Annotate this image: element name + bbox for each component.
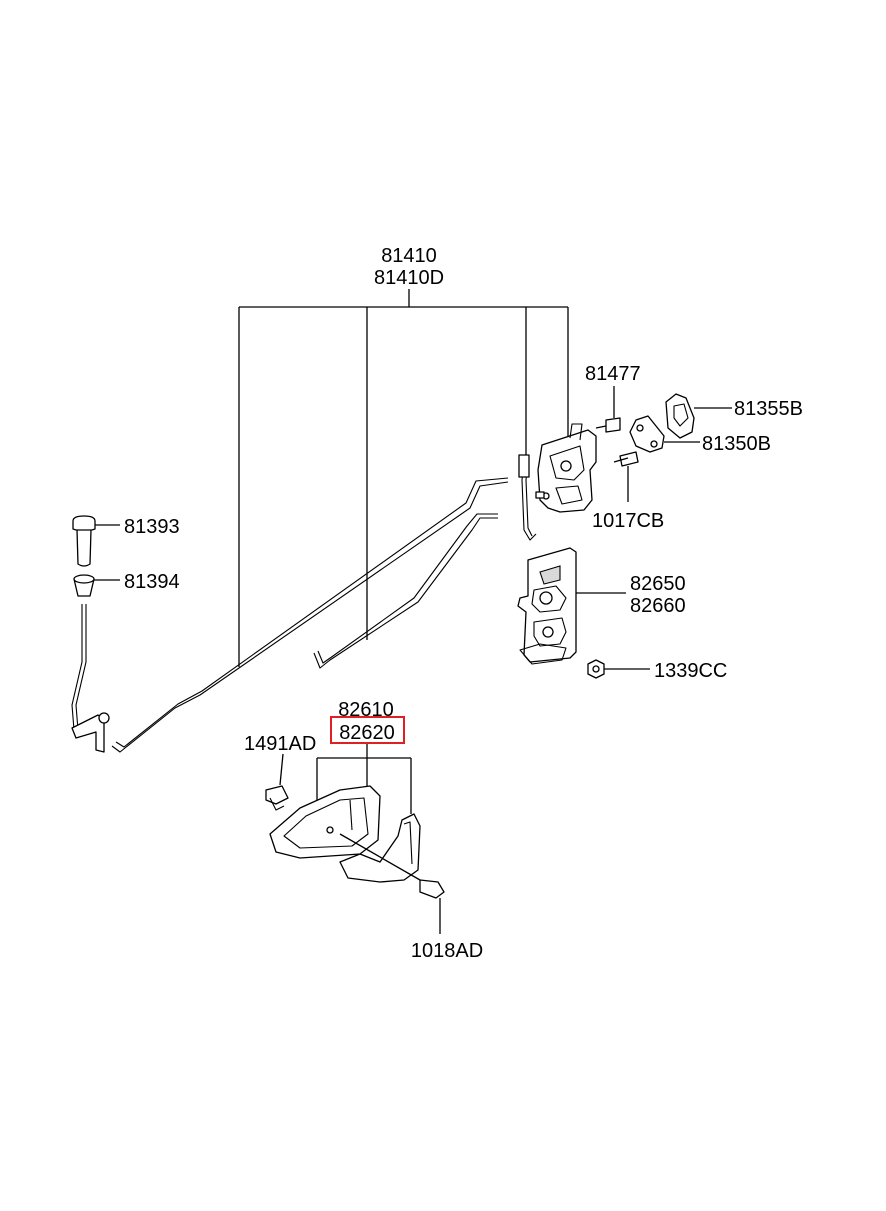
callout-1491ad[interactable]: 1491AD: [244, 733, 316, 755]
hinge-assembly-82650: [517, 547, 626, 665]
callout-82660[interactable]: 82660: [630, 595, 686, 617]
callout-82650[interactable]: 82650: [630, 573, 686, 595]
callout-81350b[interactable]: 81350B: [702, 433, 771, 455]
inside-handle-bracket-82610: [316, 744, 412, 814]
gasket-81355b: [665, 393, 732, 439]
control-rod-hook: [518, 454, 537, 541]
highlight-box-82620: [330, 716, 405, 744]
inside-handle-82610: [269, 785, 381, 859]
screw-1018ad: [339, 833, 445, 934]
callout-81410d[interactable]: 81410D: [374, 267, 444, 289]
screw-81477: [595, 386, 621, 433]
callout-82620[interactable]: 82620: [339, 722, 395, 744]
nut-1339cc: [587, 659, 650, 679]
grommet-81394: [73, 574, 120, 597]
callout-81410[interactable]: 81410: [381, 245, 437, 267]
callout-82610[interactable]: 82610: [338, 699, 394, 721]
callout-81394[interactable]: 81394: [124, 571, 180, 593]
callout-81355b[interactable]: 81355B: [734, 398, 803, 420]
callout-1018ad[interactable]: 1018AD: [411, 940, 483, 962]
latch-plate-81350b: [629, 415, 700, 453]
callout-1017cb[interactable]: 1017CB: [592, 510, 664, 532]
callout-81477[interactable]: 81477: [585, 363, 641, 385]
handle-cover-82620: [339, 813, 421, 883]
lock-knob-81393: [72, 515, 120, 567]
bolt-1017cb: [613, 451, 639, 502]
callout-81393[interactable]: 81393: [124, 516, 180, 538]
control-rod-long: [111, 477, 509, 753]
rod-bracket-81410: [238, 289, 569, 667]
door-latch-assembly: [535, 423, 597, 513]
callout-1339cc[interactable]: 1339CC: [654, 660, 727, 682]
control-rod-short: [313, 513, 498, 669]
knob-rod: [71, 604, 110, 753]
clip-1491ad: [265, 753, 289, 811]
